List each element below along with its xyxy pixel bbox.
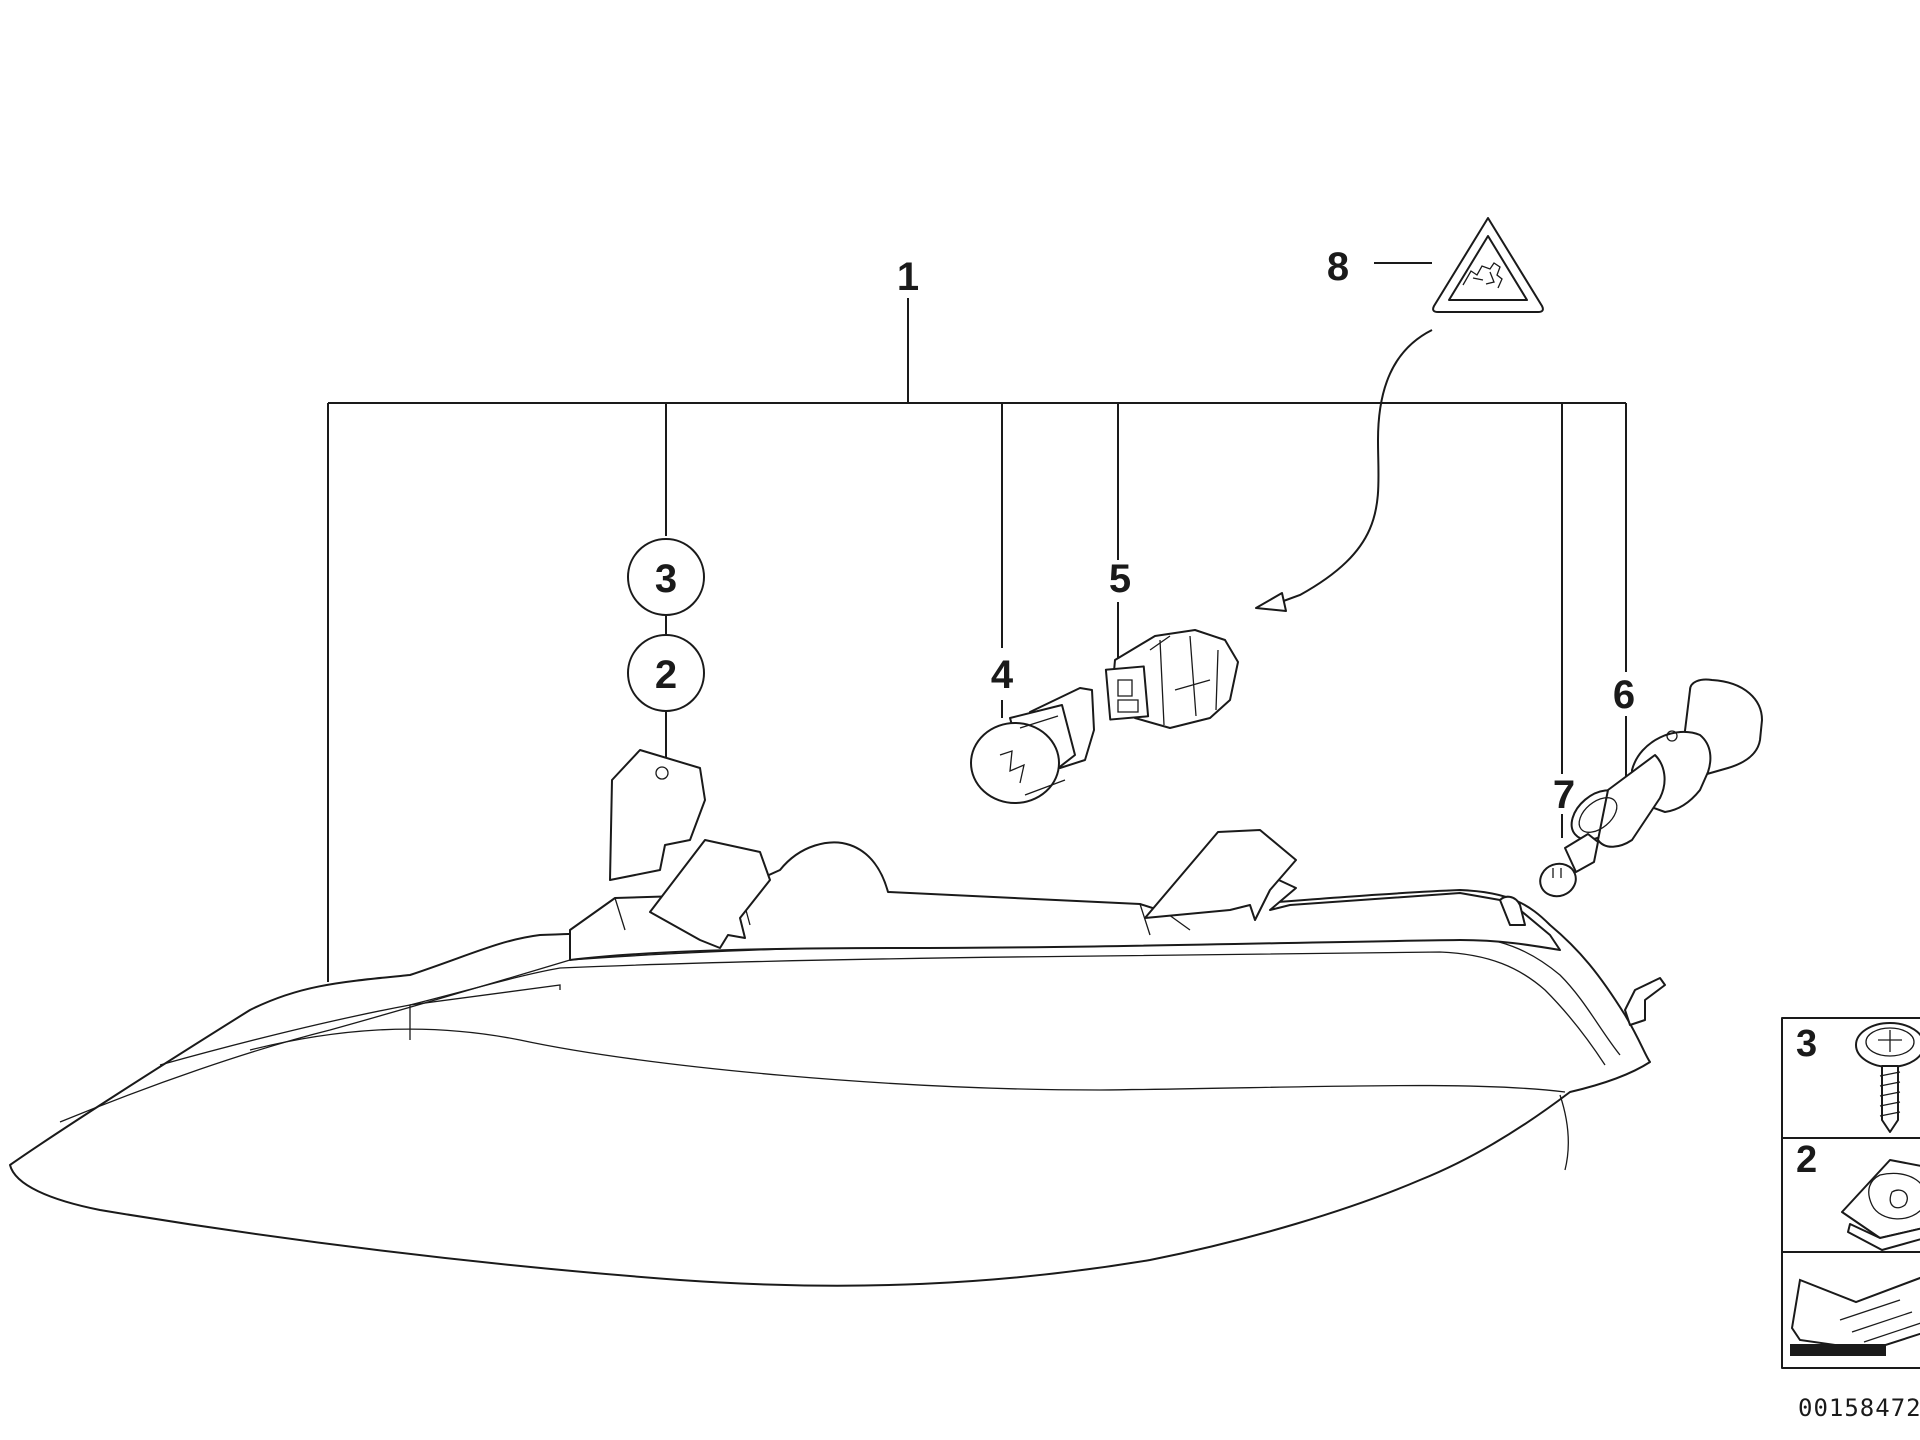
callout-7: 7 [1553,773,1575,817]
hand-caution-triangle-icon [1432,217,1544,313]
callout-5: 5 [1109,557,1131,601]
callout-leader-lines [327,262,1627,982]
bulb-socket-5-icon [1104,629,1239,729]
legend-number-3: 3 [1796,1023,1817,1065]
callout-3-circle [627,538,705,616]
callout-4: 4 [991,653,1014,697]
clip-nut-icon [1841,1159,1920,1251]
legend-number-2: 2 [1796,1139,1817,1181]
legend-panel: 3 2 [1781,1017,1920,1369]
callout-2: 2 [655,653,677,697]
callout-6: 6 [1613,673,1635,717]
reference-id: 00158472 [1798,1394,1920,1422]
callout-3: 3 [655,557,677,601]
callout-2-circle [627,634,705,712]
bulb-4-icon [970,687,1095,804]
screw-icon [1855,1022,1920,1133]
small-bulb-7-icon [1539,833,1599,898]
curved-pointer-arrow-icon [1255,329,1433,612]
bulb-holder-6-icon [1570,678,1763,848]
callout-1: 1 [897,255,919,299]
arrow-direction-icon [1790,1276,1920,1356]
headlamp-housing [9,749,1666,1287]
callout-8: 8 [1327,245,1349,289]
